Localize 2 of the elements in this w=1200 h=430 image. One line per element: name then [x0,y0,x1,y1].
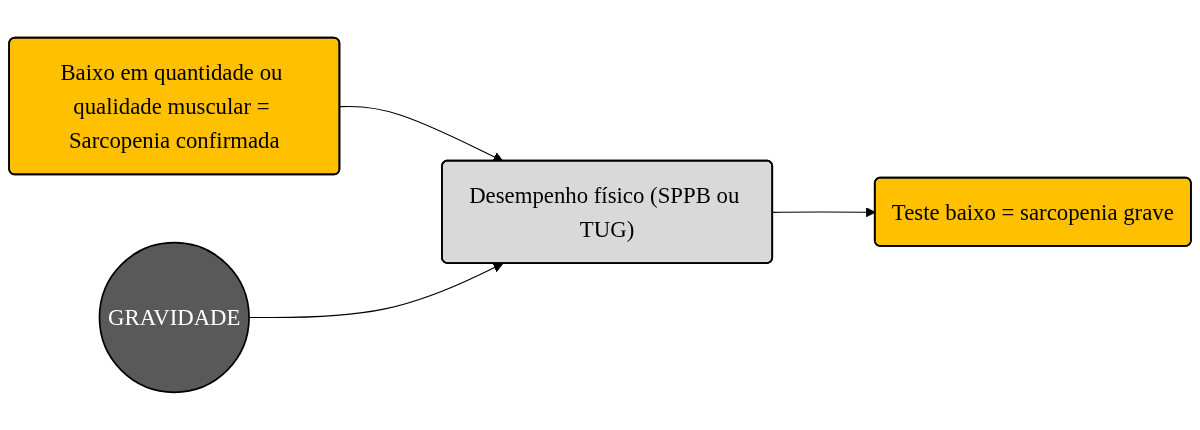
arrow [339,105,504,162]
node-circle: GRAVIDADE [98,241,250,394]
